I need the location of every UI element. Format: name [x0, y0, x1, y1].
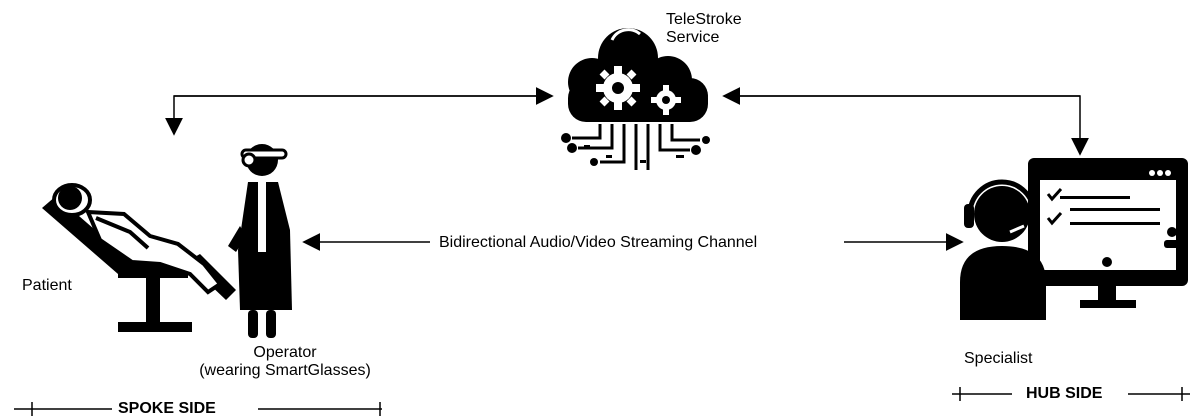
specialist-label: Specialist	[964, 350, 1033, 367]
cloud-service-line1: TeleStroke	[666, 11, 742, 28]
operator-label: Operator (wearing SmartGlasses)	[190, 344, 380, 380]
patient-label: Patient	[22, 277, 72, 294]
cloud-to-spoke-arrow	[165, 87, 554, 136]
cloud-service-line2: Service	[666, 29, 720, 46]
cloud-gear-icon	[561, 28, 710, 170]
spoke-side-label: SPOKE SIDE	[118, 400, 216, 417]
specialist-monitor-icon	[960, 158, 1188, 320]
operator-icon	[228, 144, 292, 338]
patient-chair-icon	[42, 183, 236, 332]
hub-side-bracket	[952, 387, 1190, 401]
hub-side-label: HUB SIDE	[1026, 385, 1103, 402]
cloud-to-hub-arrow	[722, 87, 1089, 156]
spoke-side-bracket	[14, 402, 382, 416]
streaming-channel-label: Bidirectional Audio/Video Streaming Chan…	[439, 234, 758, 251]
cloud-service-label: TeleStroke Service	[666, 11, 742, 47]
operator-line2: (wearing SmartGlasses)	[199, 362, 371, 379]
operator-line1: Operator	[253, 344, 317, 361]
